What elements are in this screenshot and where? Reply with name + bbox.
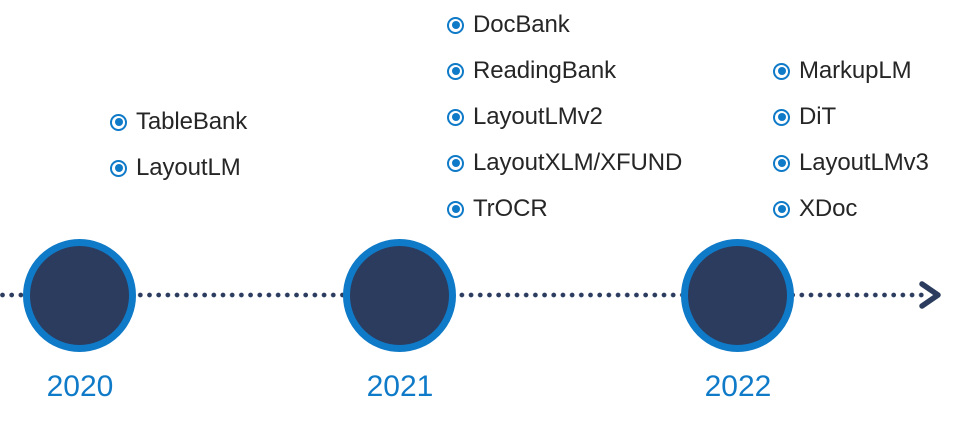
chevron-right-arrow-icon <box>916 277 946 313</box>
list-item[interactable]: TableBank <box>110 99 247 145</box>
milestone-item-label: DocBank <box>473 11 570 38</box>
bullseye-bullet-icon <box>447 154 464 172</box>
milestone-item-label: LayoutLMv3 <box>799 149 929 176</box>
milestone-node-2020[interactable] <box>23 239 136 352</box>
list-item[interactable]: LayoutLM <box>110 145 247 191</box>
list-item[interactable]: DiT <box>773 94 929 140</box>
milestone-item-label: LayoutLM <box>136 154 241 181</box>
bullseye-bullet-icon <box>447 108 464 126</box>
list-item[interactable]: ReadingBank <box>447 48 682 94</box>
list-item[interactable]: TrOCR <box>447 186 682 232</box>
list-item[interactable]: LayoutXLM/XFUND <box>447 140 682 186</box>
list-item[interactable]: MarkupLM <box>773 48 929 94</box>
milestone-item-label: DiT <box>799 103 837 130</box>
milestone-item-label: ReadingBank <box>473 57 617 84</box>
milestone-items-2020: TableBank LayoutLM <box>110 99 247 191</box>
bullseye-bullet-icon <box>447 16 464 34</box>
list-item[interactable]: LayoutLMv2 <box>447 94 682 140</box>
milestone-item-label: LayoutLMv2 <box>473 103 603 130</box>
list-item[interactable]: DocBank <box>447 2 682 48</box>
bullseye-bullet-icon <box>447 62 464 80</box>
bullseye-bullet-icon <box>773 62 790 80</box>
milestone-item-label: XDoc <box>799 195 858 222</box>
timeline-axis-dotted-line <box>0 291 928 299</box>
milestone-items-2022: MarkupLM DiT LayoutLMv3 XDoc <box>773 48 929 232</box>
year-label-2022: 2022 <box>704 370 772 403</box>
milestone-item-label: LayoutXLM/XFUND <box>473 149 683 176</box>
bullseye-bullet-icon <box>447 200 464 218</box>
milestone-item-label: MarkupLM <box>799 57 912 84</box>
year-label-2020: 2020 <box>46 370 114 403</box>
year-label-2021: 2021 <box>366 370 434 403</box>
milestone-item-label: TableBank <box>136 108 248 135</box>
milestone-items-2021: DocBank ReadingBank LayoutLMv2 LayoutXLM… <box>447 2 682 232</box>
bullseye-bullet-icon <box>773 154 790 172</box>
milestone-node-2022[interactable] <box>681 239 794 352</box>
bullseye-bullet-icon <box>110 113 127 131</box>
list-item[interactable]: XDoc <box>773 186 929 232</box>
milestone-node-2021[interactable] <box>343 239 456 352</box>
list-item[interactable]: LayoutLMv3 <box>773 140 929 186</box>
bullseye-bullet-icon <box>773 108 790 126</box>
bullseye-bullet-icon <box>773 200 790 218</box>
bullseye-bullet-icon <box>110 159 127 177</box>
milestone-item-label: TrOCR <box>473 195 548 222</box>
